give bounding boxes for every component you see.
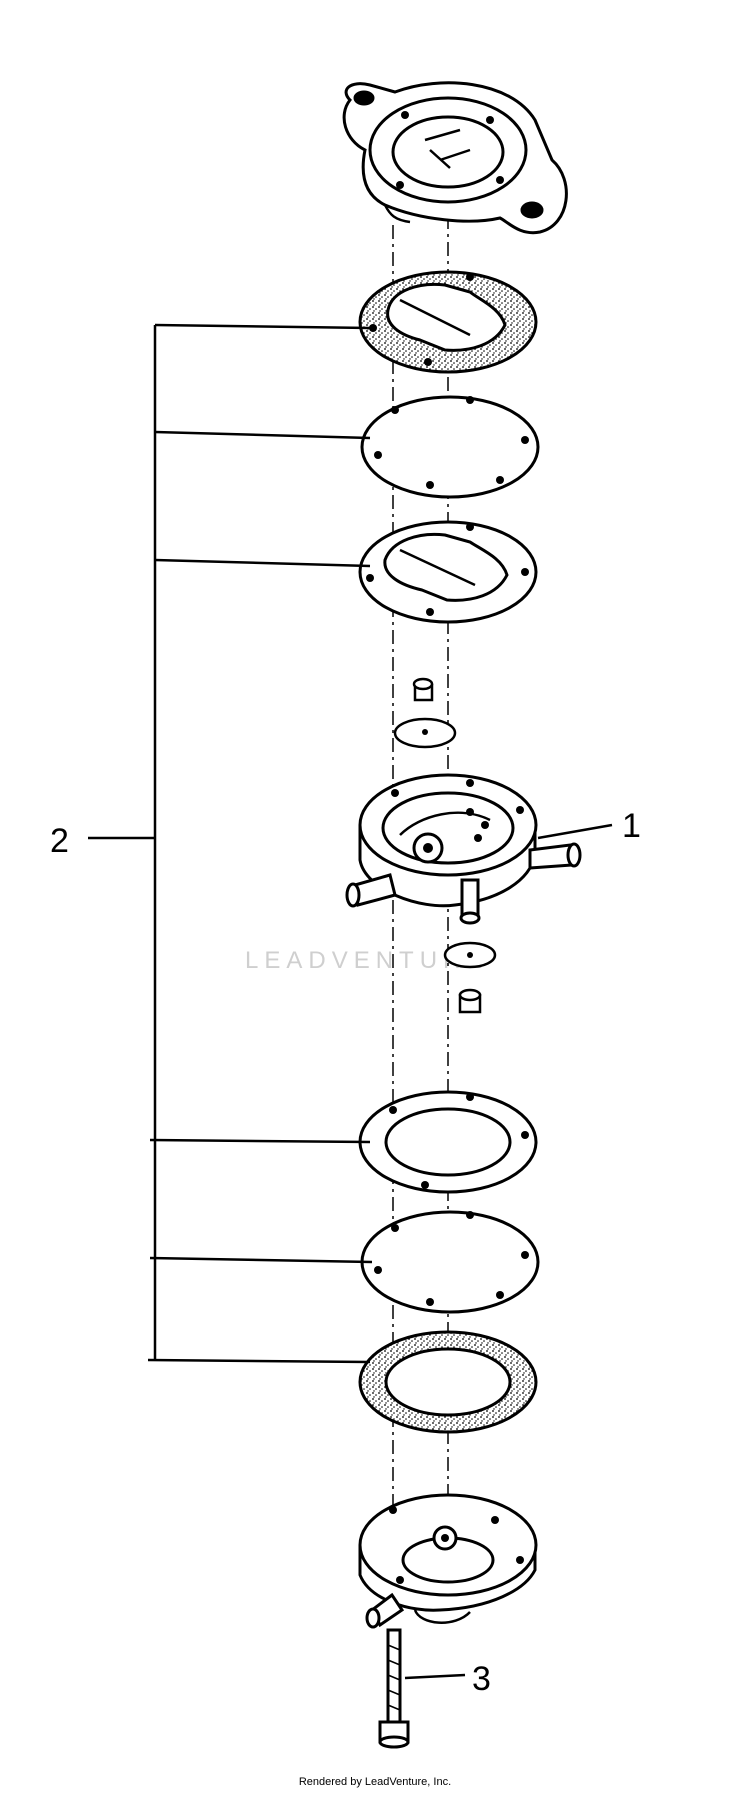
upper-check-valve [393, 677, 457, 749]
upper-gasket [358, 270, 538, 374]
watermark-text: LEADVENTURE [245, 947, 488, 974]
screw [378, 1628, 410, 1749]
bottom-cover [358, 1493, 538, 1629]
lower-check-valve [443, 941, 497, 1014]
lower-ring-gasket [358, 1090, 538, 1194]
callout-leaders [404, 823, 613, 1680]
pump-body [345, 773, 582, 925]
callout-2-label: 2 [50, 822, 69, 860]
lower-diaphragm [360, 1210, 540, 1314]
middle-gasket [358, 520, 538, 624]
footer-credit: Rendered by LeadVenture, Inc. [298, 1776, 452, 1788]
upper-diaphragm [360, 395, 540, 499]
top-cover [342, 81, 568, 235]
callout-3-label: 3 [472, 1660, 491, 1698]
gasket-kit-bracket [88, 323, 373, 1364]
callout-1-label: 1 [622, 807, 641, 845]
bottom-speckled-gasket [358, 1330, 538, 1434]
